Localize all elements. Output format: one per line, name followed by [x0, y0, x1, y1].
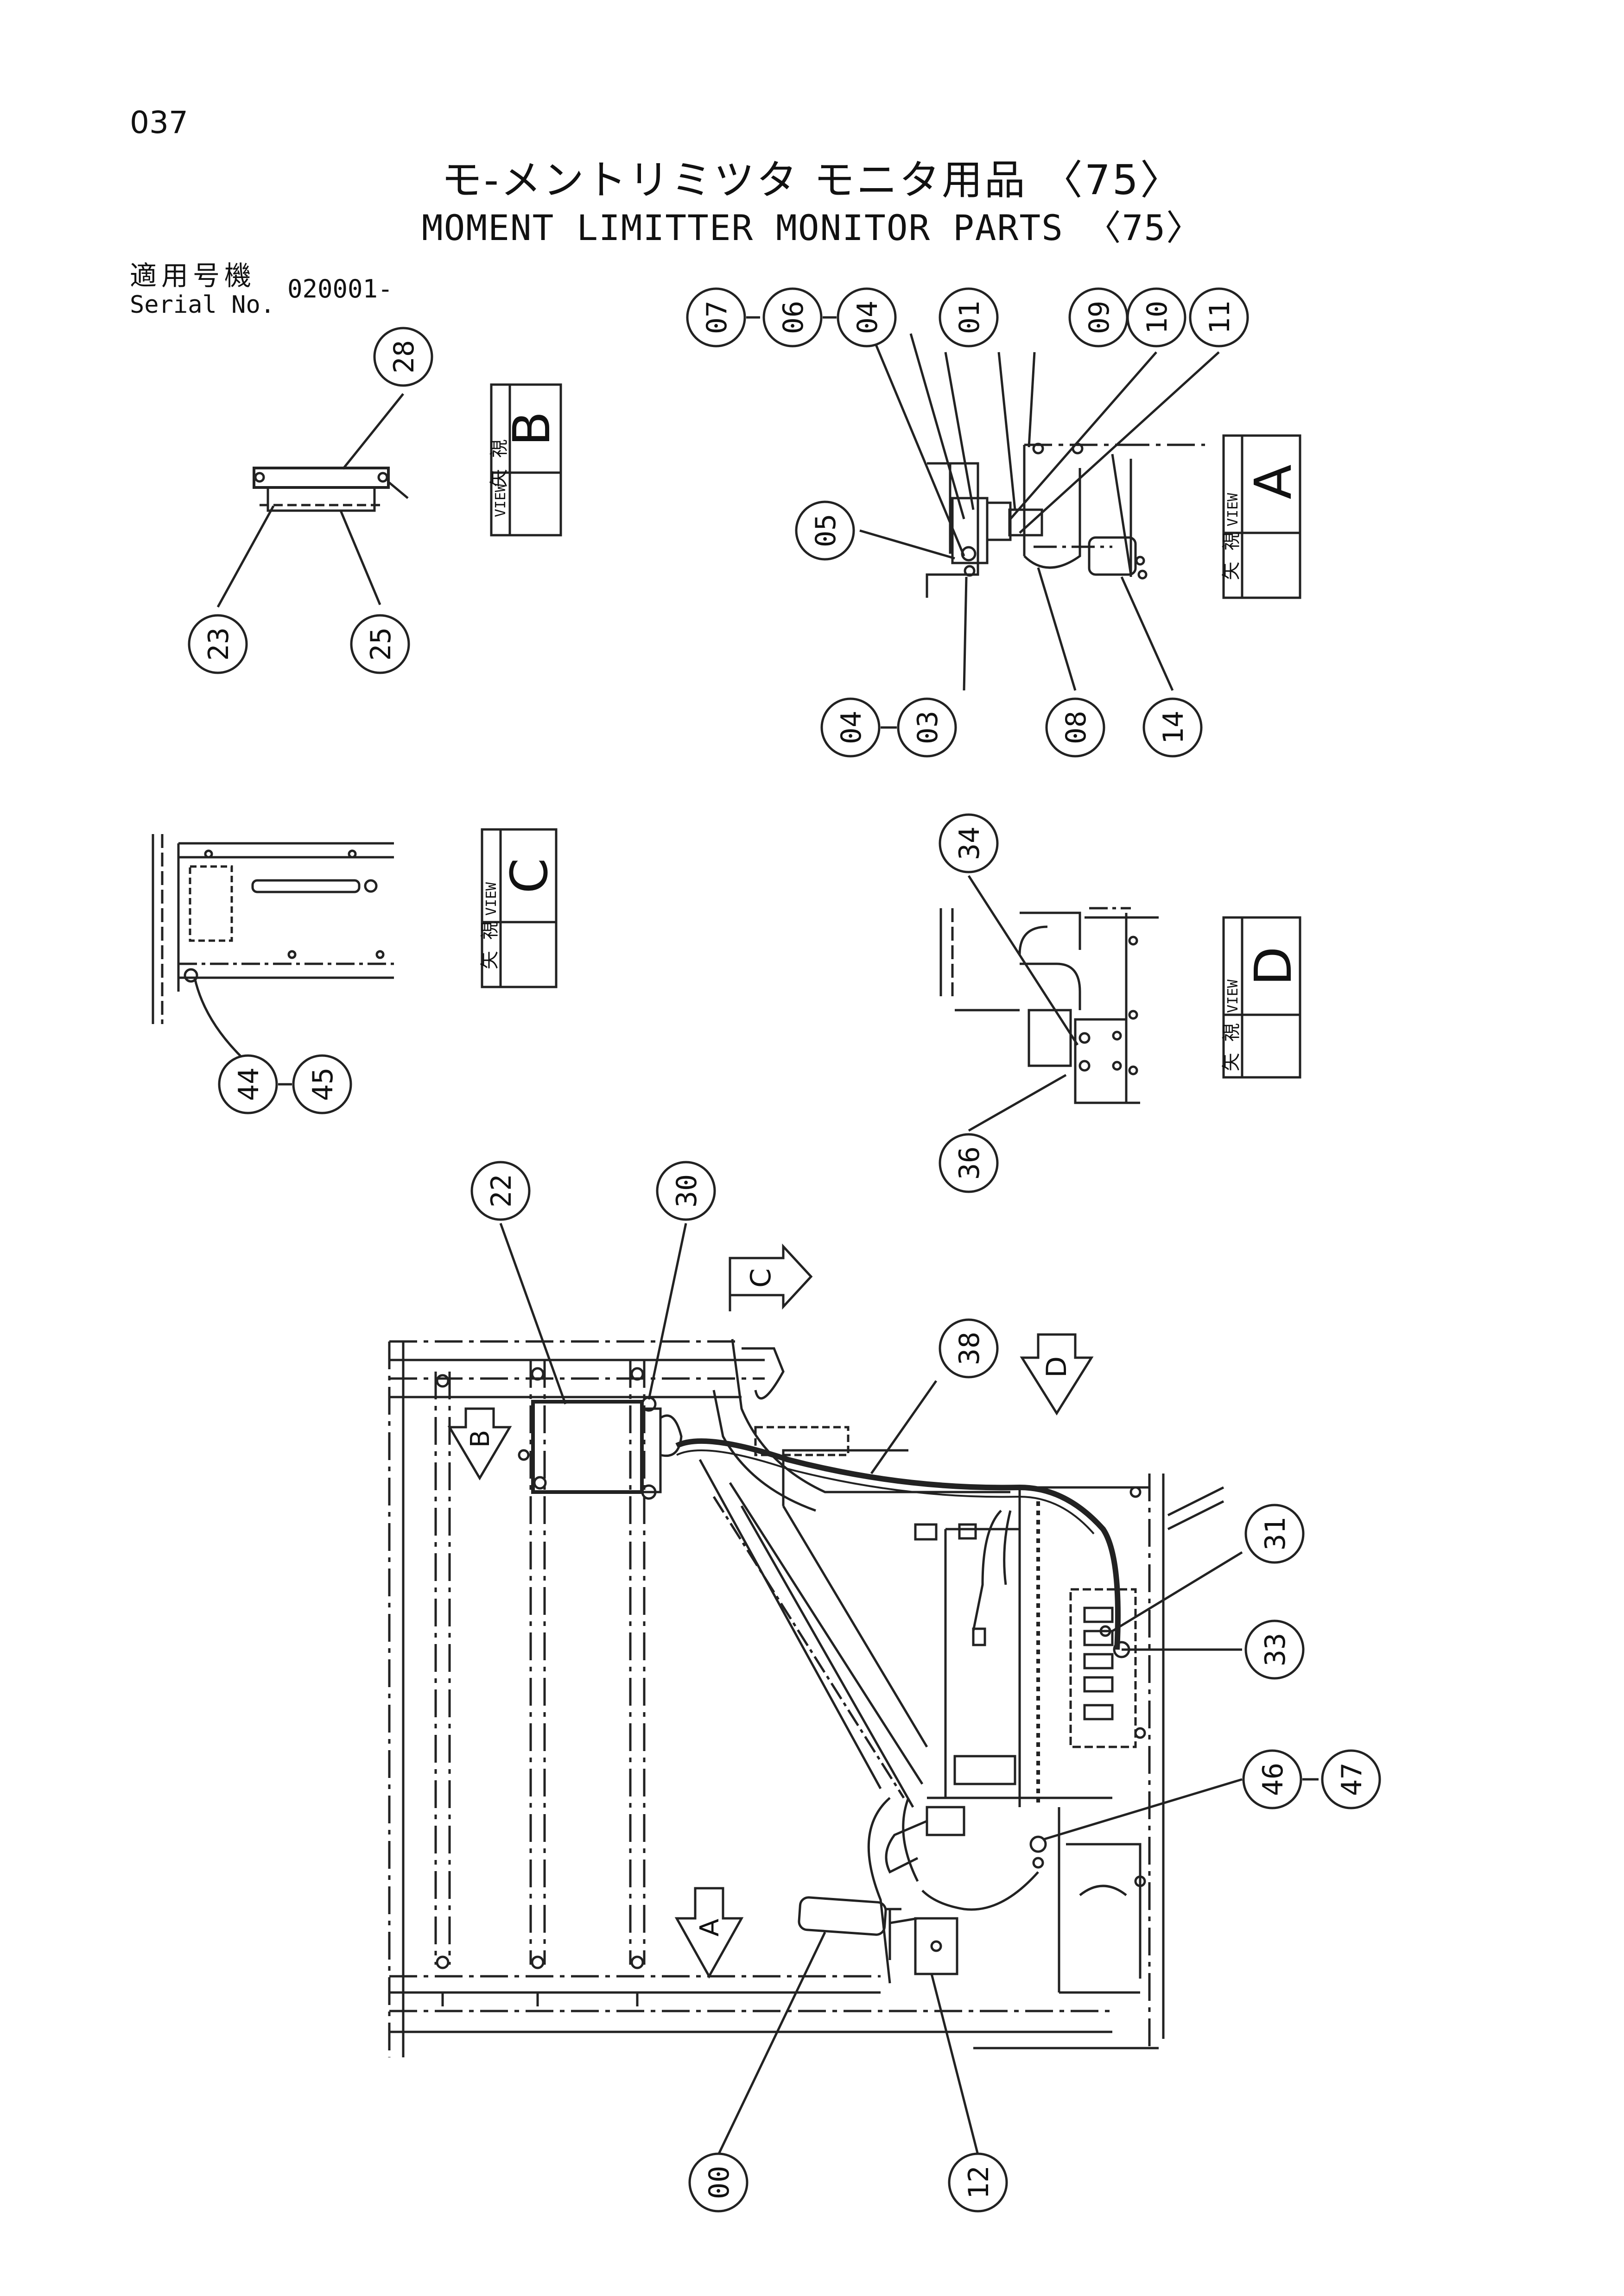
view-b-detail: [216, 393, 409, 608]
view-a-word: VIEW: [1225, 493, 1241, 526]
callout-label: 08: [1060, 711, 1092, 744]
view-box-c: [481, 828, 558, 988]
callout-balloon: [795, 500, 855, 561]
callout-balloon: [188, 614, 248, 674]
callout-balloon: [1189, 287, 1249, 348]
callout-balloon: [470, 1161, 531, 1221]
callout-label: 30: [671, 1174, 703, 1208]
callout-balloon: [897, 697, 957, 758]
callout-label: 34: [953, 827, 986, 860]
callout-balloon: [939, 1318, 999, 1379]
callout-label: 25: [365, 627, 397, 661]
callout-label: 45: [307, 1068, 339, 1101]
callout-label: 36: [953, 1146, 986, 1180]
callout-balloon: [686, 287, 746, 348]
callout-label: 07: [701, 301, 733, 334]
view-b-letter: B: [502, 411, 561, 446]
callout-balloon: [939, 1133, 999, 1193]
callout-label: 47: [1336, 1763, 1368, 1796]
callout-balloon: [373, 327, 433, 387]
callout-label: 28: [388, 340, 420, 373]
callout-label: 33: [1259, 1633, 1292, 1666]
view-a-letter: A: [1243, 464, 1303, 499]
callout-balloon: [1142, 697, 1203, 758]
callout-label: 00: [703, 2166, 736, 2199]
arrow-letter-b: B: [465, 1430, 495, 1448]
callout-label: 46: [1257, 1763, 1289, 1796]
view-b-kanji: 矢 視: [488, 439, 510, 487]
callout-balloon: [939, 813, 999, 873]
callout-balloon: [1321, 1749, 1381, 1809]
view-a-kanji: 矢 視: [1221, 532, 1242, 580]
callout-label: 06: [777, 301, 810, 334]
callout-balloon: [820, 697, 881, 758]
callout-label: 04: [835, 711, 868, 744]
serial-label-japanese: 適用号機: [130, 260, 256, 291]
callout-balloon: [1242, 1749, 1302, 1809]
callout-balloon: [1244, 1619, 1305, 1680]
callout-balloon: [218, 1054, 278, 1114]
view-d-letter: D: [1243, 947, 1303, 986]
view-c-letter: C: [500, 858, 559, 894]
callout-label: 44: [233, 1068, 265, 1101]
page-title-japanese: モ-メントリミツタ モニタ用品 〈75〉: [441, 156, 1183, 204]
view-c-kanji: 矢 視: [479, 921, 501, 969]
view-d-kanji: 矢 視: [1221, 1023, 1242, 1071]
callout-balloon: [656, 1161, 716, 1221]
main-assembly: [388, 1223, 1319, 2156]
view-arrow-a: A: [674, 1887, 744, 1979]
callout-label: 09: [1083, 301, 1116, 334]
arrow-letter-c: C: [745, 1268, 777, 1288]
callout-balloon: [1244, 1504, 1305, 1564]
callout-label: 14: [1157, 711, 1190, 744]
view-b-word: VIEW: [493, 483, 509, 517]
view-box-a: [1222, 434, 1301, 599]
callout-label: 01: [953, 301, 986, 334]
callout-label: 04: [851, 301, 884, 334]
callout-balloon: [1045, 697, 1105, 758]
arrow-letter-a: A: [695, 1919, 725, 1936]
arrow-letter-d: D: [1040, 1356, 1073, 1378]
view-box-b: [490, 383, 562, 537]
callout-label: 03: [912, 711, 944, 744]
callout-label: 22: [485, 1174, 518, 1208]
callout-label: 23: [203, 627, 235, 661]
callout-balloon: [939, 287, 999, 348]
view-arrow-b: B: [447, 1407, 512, 1480]
callout-balloon: [762, 287, 823, 348]
view-arrow-c: C: [729, 1243, 813, 1311]
view-a-detail: [746, 316, 1220, 729]
view-arrow-d: D: [1020, 1333, 1094, 1416]
callout-label: 38: [953, 1332, 986, 1365]
view-c-detail: [152, 834, 394, 1086]
page-number: 037: [130, 105, 188, 140]
page-title-english: MOMENT LIMITTER MONITOR PARTS 〈75〉: [421, 207, 1203, 248]
view-d-detail: [939, 875, 1159, 1132]
serial-label-english: Serial No.: [130, 291, 275, 319]
view-box-d: [1222, 916, 1301, 1079]
callout-balloon: [350, 614, 410, 674]
callout-balloon: [688, 2152, 749, 2213]
callout-label: 11: [1204, 301, 1236, 334]
callout-label: 10: [1141, 301, 1174, 334]
callout-balloon: [948, 2152, 1008, 2213]
part-callouts: 07 06 04 01 09 10 11 05 04 03 08 14 28 23 25 34 36 44 45 22…: [188, 287, 1381, 2213]
serial-number-value: 020001-: [287, 274, 393, 304]
callout-balloon: [1126, 287, 1186, 348]
callout-balloon: [292, 1054, 352, 1114]
callout-label: 31: [1259, 1517, 1292, 1550]
callout-balloon: [837, 287, 897, 348]
view-c-word: VIEW: [483, 882, 500, 916]
callout-label: 05: [810, 514, 842, 547]
callout-label: 12: [963, 2166, 995, 2199]
view-d-word: VIEW: [1225, 979, 1241, 1013]
